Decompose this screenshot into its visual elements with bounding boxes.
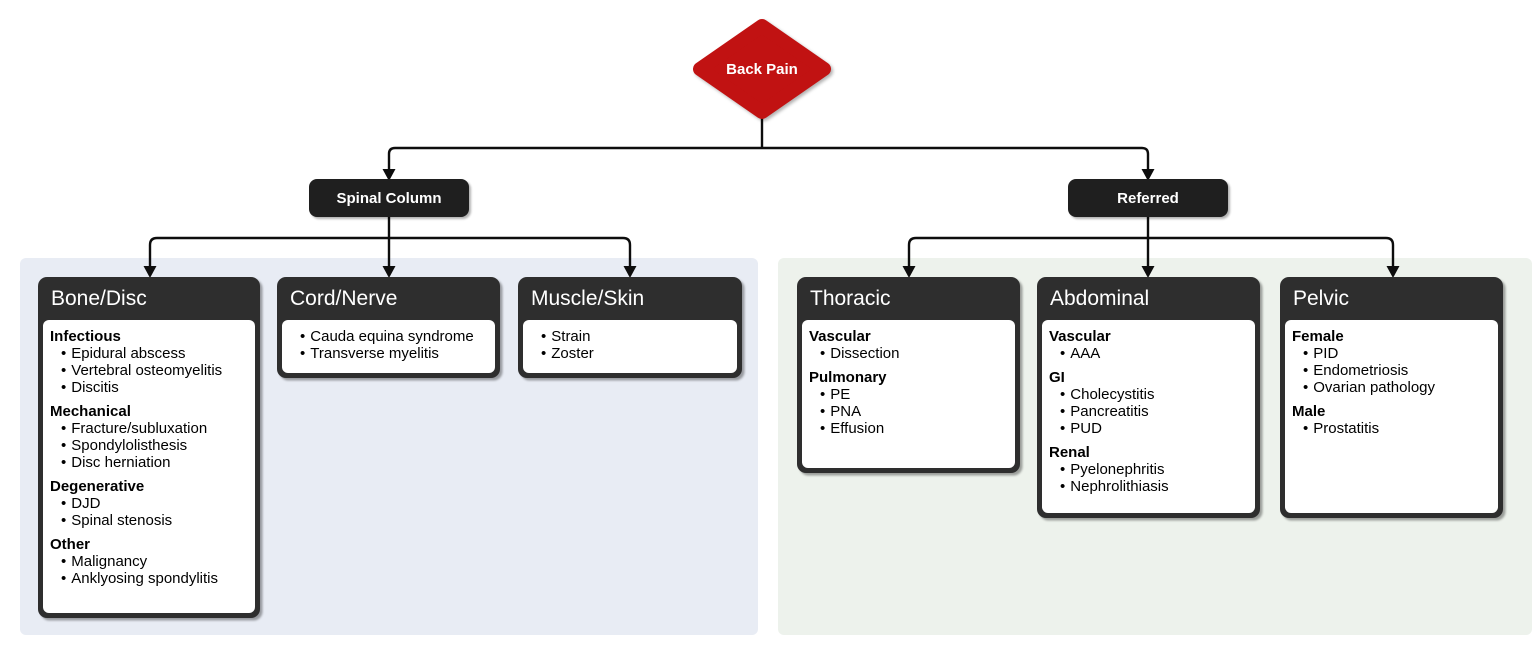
back-pain-label: Back Pain — [726, 60, 798, 78]
card-body: Infectious Epidural abscess Vertebral os… — [43, 320, 255, 613]
card-title: Bone/Disc — [51, 287, 147, 310]
list-item: Zoster — [530, 345, 731, 362]
list-item: Fracture/subluxation — [50, 420, 249, 437]
list-item: PE — [809, 386, 1009, 403]
card-pelvic: Pelvic Female PID Endometriosis Ovarian … — [1280, 277, 1503, 518]
card-title: Muscle/Skin — [531, 287, 645, 310]
card-bone-disc: Bone/Disc Infectious Epidural abscess Ve… — [38, 277, 260, 618]
list-item: Pancreatitis — [1049, 403, 1249, 420]
back-pain-node: Back Pain — [694, 21, 830, 117]
list-item: Epidural abscess — [50, 345, 249, 362]
list-item: PID — [1292, 345, 1492, 362]
list-item: Nephrolithiasis — [1049, 478, 1249, 495]
referred-node: Referred — [1068, 179, 1228, 217]
list-item: Vertebral osteomyelitis — [50, 362, 249, 379]
list-item: Anklyosing spondylitis — [50, 570, 249, 587]
group-heading: Male — [1292, 403, 1326, 420]
item-group: Strain Zoster — [530, 328, 731, 362]
list-item: Endometriosis — [1292, 362, 1492, 379]
group-heading: Vascular — [809, 328, 871, 345]
list-item: Malignancy — [50, 553, 249, 570]
card-body: Cauda equina syndrome Transverse myeliti… — [282, 320, 495, 373]
group-heading: Renal — [1049, 444, 1090, 461]
card-abdominal: Abdominal Vascular AAA GI Cholecystitis … — [1037, 277, 1260, 518]
list-item: Disc herniation — [50, 454, 249, 471]
list-item: AAA — [1049, 345, 1249, 362]
group-heading: Vascular — [1049, 328, 1111, 345]
group-heading: Degenerative — [50, 478, 145, 495]
list-item: Cauda equina syndrome — [289, 328, 489, 345]
group-vascular: Vascular AAA — [1049, 328, 1249, 362]
card-body: Vascular Dissection Pulmonary PE PNA Eff… — [802, 320, 1015, 468]
group-vascular: Vascular Dissection — [809, 328, 1009, 362]
group-infectious: Infectious Epidural abscess Vertebral os… — [50, 328, 249, 396]
group-pulmonary: Pulmonary PE PNA Effusion — [809, 369, 1009, 437]
list-item: Pyelonephritis — [1049, 461, 1249, 478]
group-heading: Other — [50, 536, 91, 553]
list-item: Ovarian pathology — [1292, 379, 1492, 396]
referred-label: Referred — [1117, 189, 1179, 207]
card-thoracic: Thoracic Vascular Dissection Pulmonary P… — [797, 277, 1020, 473]
group-heading: Mechanical — [50, 403, 131, 420]
group-gi: GI Cholecystitis Pancreatitis PUD — [1049, 369, 1249, 437]
list-item: Prostatitis — [1292, 420, 1492, 437]
group-female: Female PID Endometriosis Ovarian patholo… — [1292, 328, 1492, 396]
list-item: Strain — [530, 328, 731, 345]
list-item: Discitis — [50, 379, 249, 396]
group-other: Other Malignancy Anklyosing spondylitis — [50, 536, 249, 587]
card-body: Strain Zoster — [523, 320, 737, 373]
card-title: Thoracic — [810, 287, 891, 310]
card-cord-nerve: Cord/Nerve Cauda equina syndrome Transve… — [277, 277, 500, 378]
group-heading: Female — [1292, 328, 1344, 345]
group-renal: Renal Pyelonephritis Nephrolithiasis — [1049, 444, 1249, 495]
list-item: PNA — [809, 403, 1009, 420]
card-body: Vascular AAA GI Cholecystitis Pancreatit… — [1042, 320, 1255, 513]
group-heading: GI — [1049, 369, 1065, 386]
group-male: Male Prostatitis — [1292, 403, 1492, 437]
group-degenerative: Degenerative DJD Spinal stenosis — [50, 478, 249, 529]
card-title: Pelvic — [1293, 287, 1350, 310]
group-mechanical: Mechanical Fracture/subluxation Spondylo… — [50, 403, 249, 471]
list-item: Spondylolisthesis — [50, 437, 249, 454]
item-group: Cauda equina syndrome Transverse myeliti… — [289, 328, 489, 362]
list-item: Spinal stenosis — [50, 512, 249, 529]
spinal-column-label: Spinal Column — [336, 189, 442, 207]
card-body: Female PID Endometriosis Ovarian patholo… — [1285, 320, 1498, 513]
card-title: Abdominal — [1050, 287, 1150, 310]
list-item: Effusion — [809, 420, 1009, 437]
list-item: Cholecystitis — [1049, 386, 1249, 403]
group-heading: Infectious — [50, 328, 121, 345]
card-muscle-skin: Muscle/Skin Strain Zoster — [518, 277, 742, 378]
group-heading: Pulmonary — [809, 369, 887, 386]
list-item: Dissection — [809, 345, 1009, 362]
spinal-column-node: Spinal Column — [309, 179, 469, 217]
list-item: PUD — [1049, 420, 1249, 437]
card-title: Cord/Nerve — [290, 287, 398, 310]
list-item: Transverse myelitis — [289, 345, 489, 362]
list-item: DJD — [50, 495, 249, 512]
